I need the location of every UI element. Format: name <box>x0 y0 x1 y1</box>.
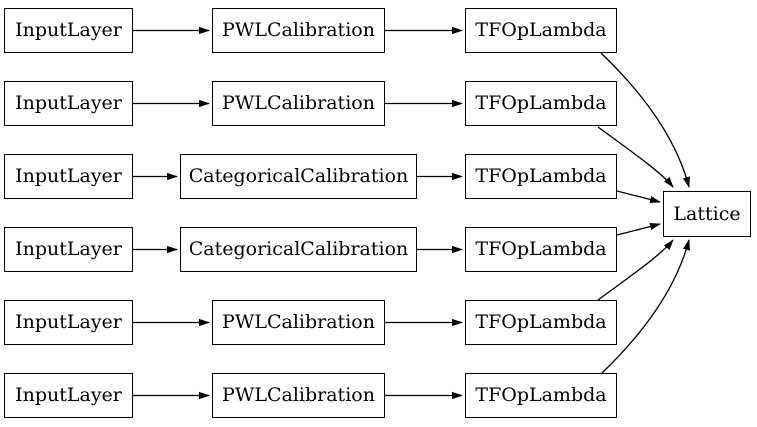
node-tfop-lambda-6: TFOpLambda <box>465 373 617 418</box>
node-pwl-calibration-4: PWLCalibration <box>212 373 385 418</box>
node-input-layer-6: InputLayer <box>4 373 133 418</box>
node-tfop-lambda-2: TFOpLambda <box>465 81 617 126</box>
node-input-layer-5: InputLayer <box>4 300 133 345</box>
edge-op1-lattice <box>597 126 674 188</box>
edge-op2-lattice <box>616 190 661 204</box>
edge-op0-lattice <box>600 52 690 188</box>
node-input-layer-1: InputLayer <box>4 8 133 53</box>
node-pwl-calibration-1: PWLCalibration <box>212 8 385 53</box>
node-tfop-lambda-4: TFOpLambda <box>465 227 617 272</box>
node-lattice: Lattice <box>663 191 751 237</box>
node-pwl-calibration-3: PWLCalibration <box>212 300 385 345</box>
node-input-layer-4: InputLayer <box>4 227 133 272</box>
node-pwl-calibration-2: PWLCalibration <box>212 81 385 126</box>
node-categorical-calibration-1: CategoricalCalibration <box>180 154 417 199</box>
node-categorical-calibration-2: CategoricalCalibration <box>180 227 417 272</box>
node-input-layer-2: InputLayer <box>4 81 133 126</box>
node-tfop-lambda-3: TFOpLambda <box>465 154 617 199</box>
node-tfop-lambda-1: TFOpLambda <box>465 8 617 53</box>
node-tfop-lambda-5: TFOpLambda <box>465 300 617 345</box>
edge-op5-lattice <box>600 239 690 375</box>
edge-op3-lattice <box>616 222 661 236</box>
node-input-layer-3: InputLayer <box>4 154 133 199</box>
edge-op4-lattice <box>597 239 674 301</box>
